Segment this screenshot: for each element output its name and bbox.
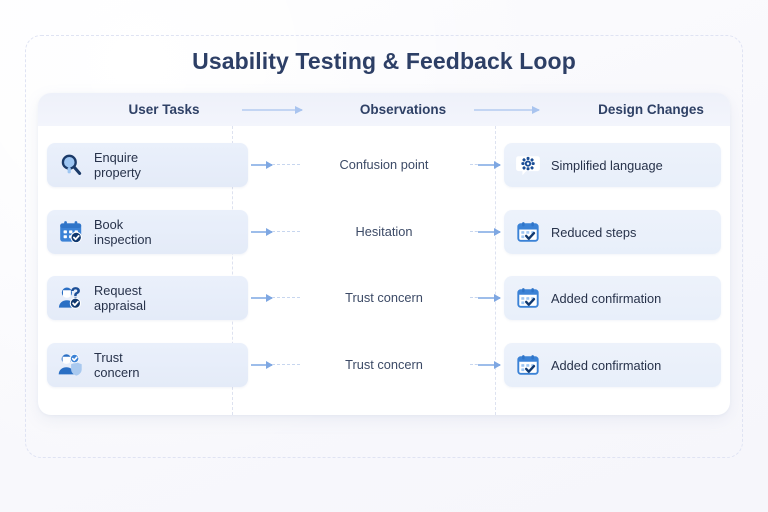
column-divider-left xyxy=(232,126,233,415)
flow-row: Request appraisal Trust concern xyxy=(38,276,730,320)
task-label-line1: Trust xyxy=(94,350,123,365)
change-card-added-confirmation[interactable]: Added confirmation xyxy=(504,343,721,387)
task-label: Book inspection xyxy=(94,217,152,247)
change-label: Simplified language xyxy=(551,157,663,173)
header-arrow-right-icon xyxy=(474,105,540,114)
calendar-check-icon xyxy=(514,284,542,312)
task-label-line1: Book xyxy=(94,217,124,232)
person-shield-check-icon xyxy=(57,351,85,379)
task-label-line1: Request xyxy=(94,283,142,298)
observation-label: Hesitation xyxy=(355,224,413,239)
connector-dashed-left xyxy=(272,231,300,232)
calendar-check-icon xyxy=(514,351,542,379)
observation-label: Trust concern xyxy=(345,357,423,372)
column-header-design-changes: Design Changes xyxy=(598,102,704,117)
change-label: Added confirmation xyxy=(551,357,662,373)
task-label-line2: property xyxy=(94,165,141,180)
change-card-added-confirmation[interactable]: Added confirmation xyxy=(504,276,721,320)
change-label: Added confirmation xyxy=(551,290,662,306)
connector-arrow-task-to-observation xyxy=(251,227,273,236)
connector-dashed-left xyxy=(272,164,300,165)
column-header-band: User Tasks Observations Design Changes xyxy=(38,93,730,126)
observation-label: Confusion point xyxy=(339,157,429,172)
flow-card: User Tasks Observations Design Changes xyxy=(38,93,730,415)
gear-speech-bubble-icon xyxy=(514,151,542,179)
column-header-observations: Observations xyxy=(359,102,447,117)
task-card-trust-concern[interactable]: Trust concern xyxy=(47,343,248,387)
column-header-user-tasks: User Tasks xyxy=(128,102,200,117)
task-label: Trust concern xyxy=(94,350,140,380)
task-label: Request appraisal xyxy=(94,283,146,313)
person-question-check-icon xyxy=(57,284,85,312)
task-card-enquire-property[interactable]: Enquire property xyxy=(47,143,248,187)
connector-arrow-task-to-observation xyxy=(251,293,273,302)
task-label-line2: appraisal xyxy=(94,298,146,313)
calendar-check-icon xyxy=(514,218,542,246)
flow-row: Trust concern Trust concern xyxy=(38,343,730,387)
page-title: Usability Testing & Feedback Loop xyxy=(192,48,576,74)
outer-dashed-frame xyxy=(25,35,743,458)
task-card-request-appraisal[interactable]: Request appraisal xyxy=(47,276,248,320)
task-label: Enquire property xyxy=(94,150,141,180)
change-label: Reduced steps xyxy=(551,224,637,240)
magnifier-icon xyxy=(57,151,85,179)
observation-label: Trust concern xyxy=(345,290,423,305)
flow-row: Book inspection Hesitation xyxy=(38,210,730,254)
task-label-line2: inspection xyxy=(94,232,152,247)
calendar-check-badge-icon xyxy=(57,218,85,246)
connector-arrow-task-to-observation xyxy=(251,160,273,169)
change-card-simplified-language[interactable]: Simplified language xyxy=(504,143,721,187)
connector-arrow-observation-to-change xyxy=(478,227,501,236)
connector-dashed-left xyxy=(272,297,300,298)
connector-dashed-left xyxy=(272,364,300,365)
connector-arrow-observation-to-change xyxy=(478,293,501,302)
task-card-book-inspection[interactable]: Book inspection xyxy=(47,210,248,254)
connector-arrow-observation-to-change xyxy=(478,160,501,169)
task-label-line2: concern xyxy=(94,365,140,380)
task-label-line1: Enquire xyxy=(94,150,139,165)
header-arrow-right-icon xyxy=(242,105,303,114)
flow-row: Enquire property Confusion point xyxy=(38,143,730,187)
column-divider-right xyxy=(495,126,496,415)
connector-arrow-task-to-observation xyxy=(251,360,273,369)
connector-arrow-observation-to-change xyxy=(478,360,501,369)
change-card-reduced-steps[interactable]: Reduced steps xyxy=(504,210,721,254)
